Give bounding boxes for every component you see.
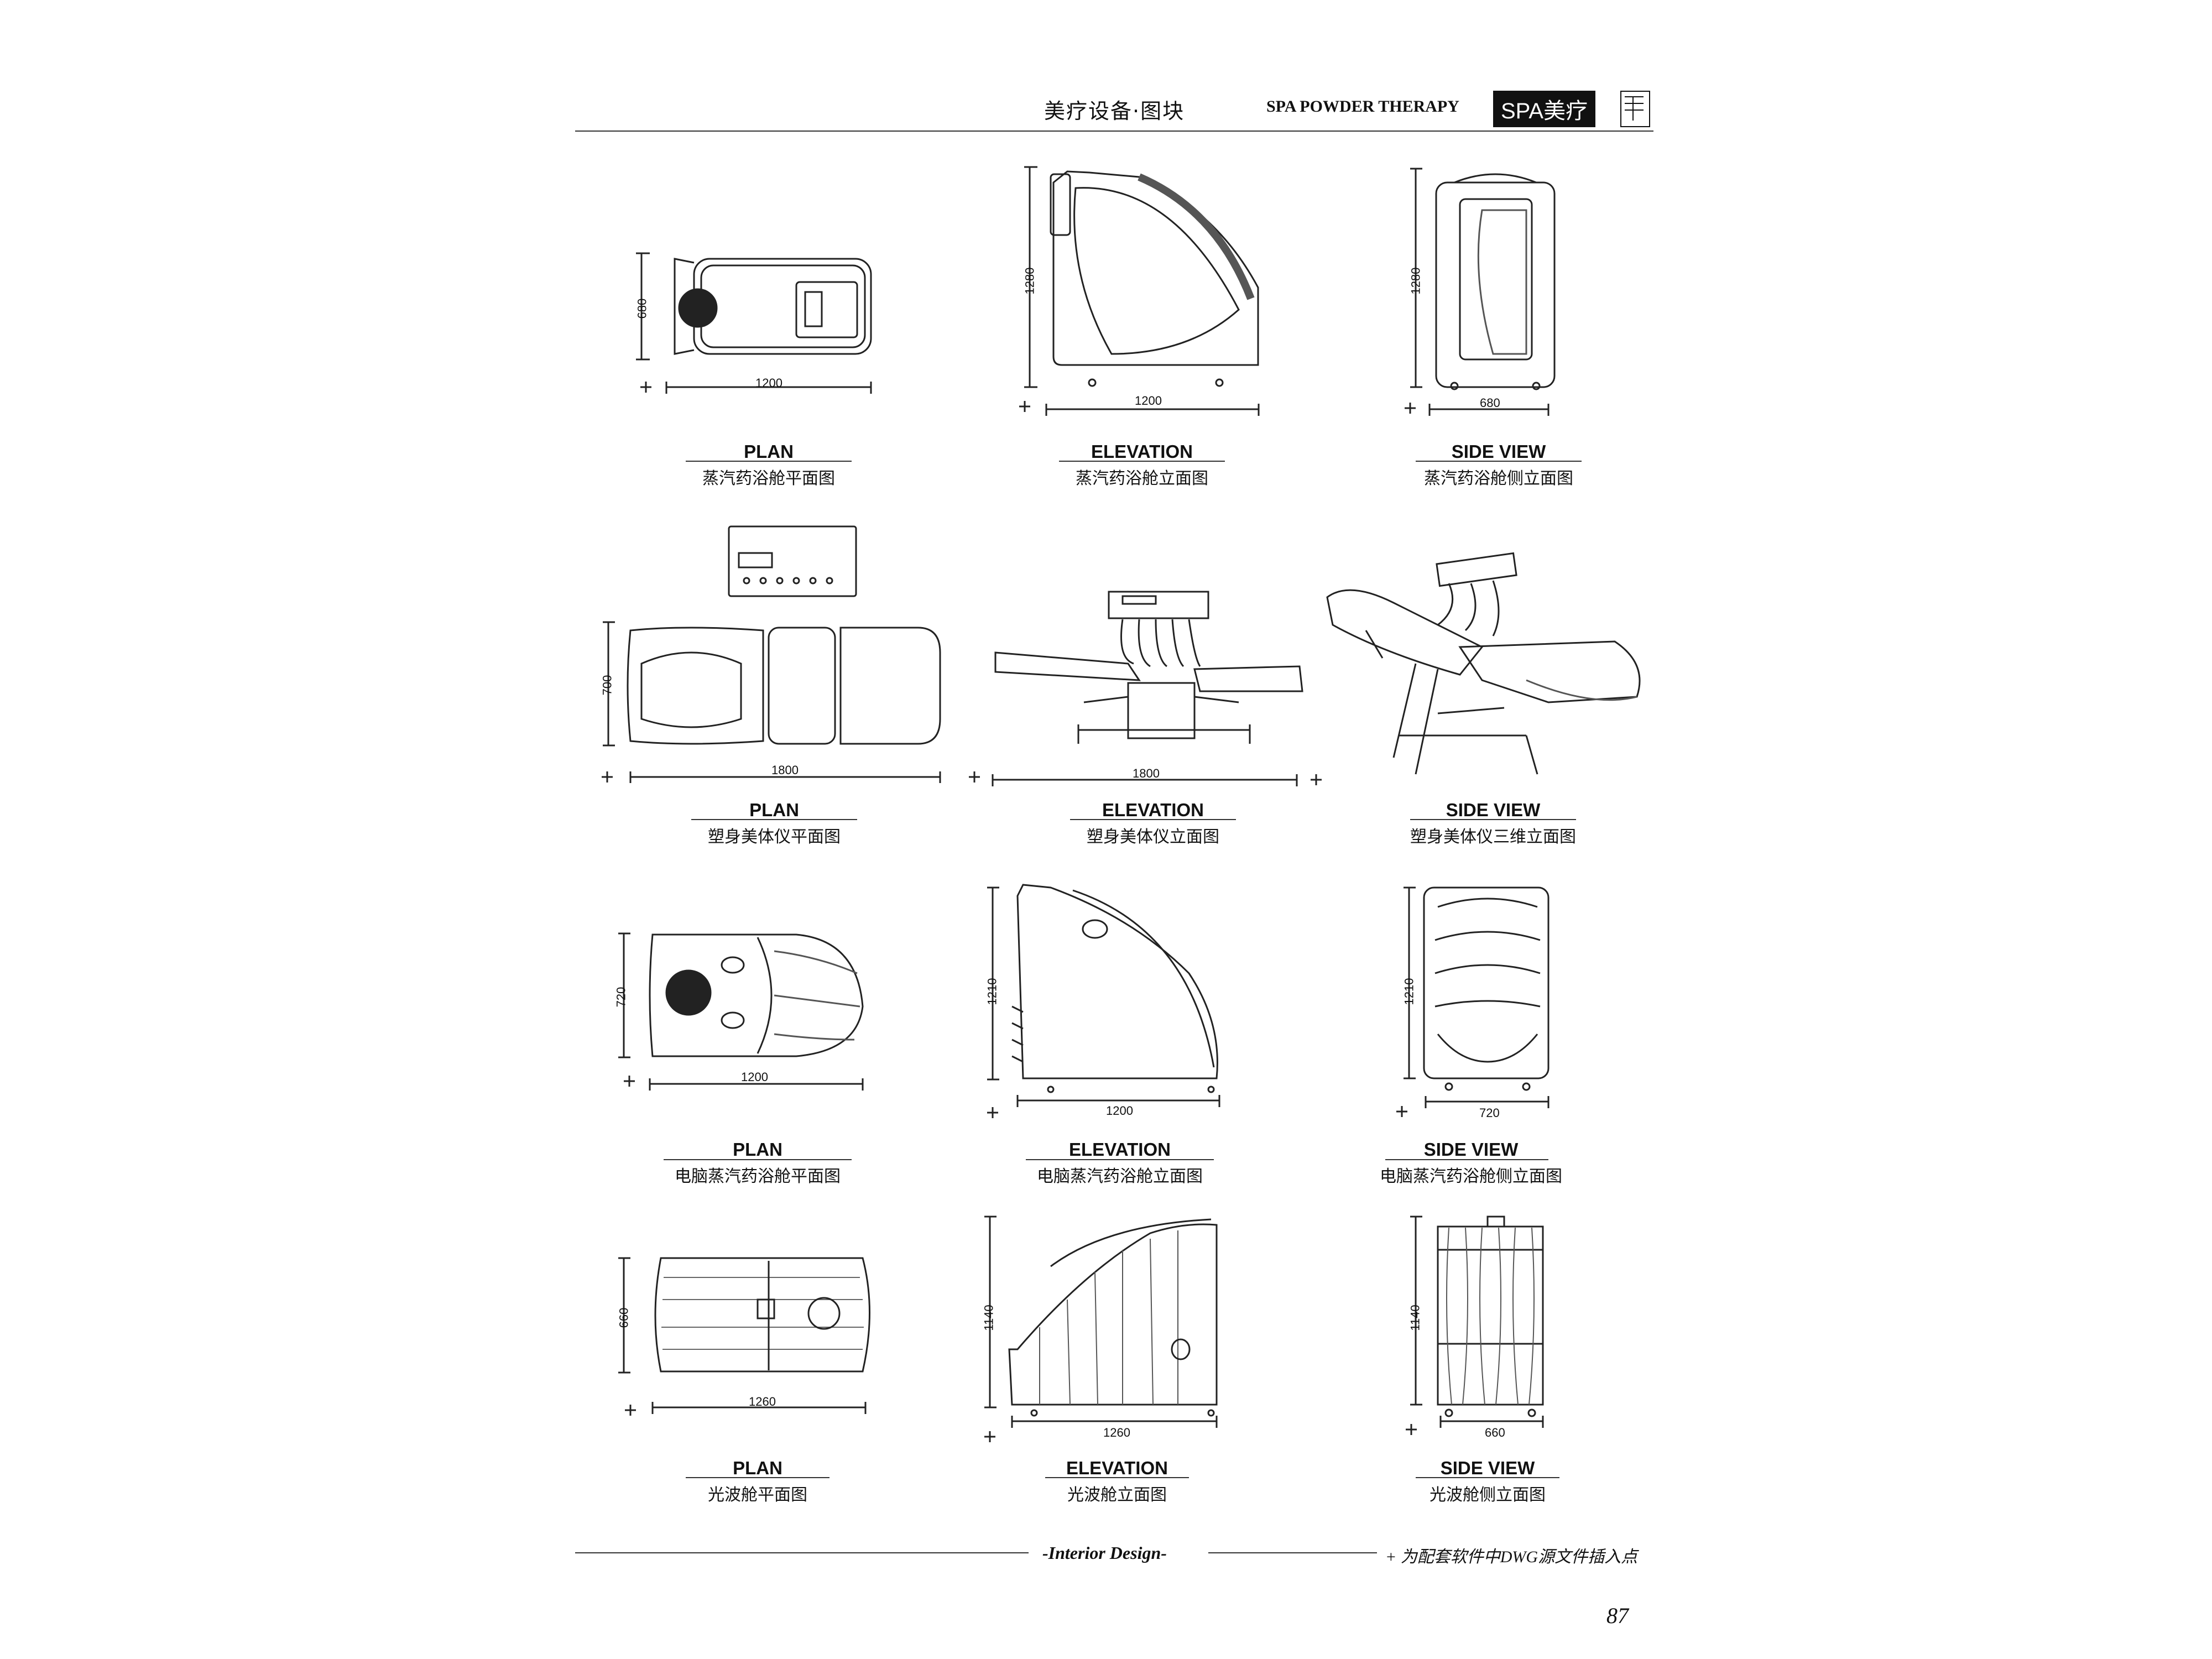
- dim-r4-side-h: 660: [1485, 1426, 1505, 1439]
- caption-view-r1-elevation: ELEVATION: [1091, 441, 1193, 462]
- caption-view-r4-plan: PLAN: [733, 1458, 782, 1478]
- caption-view-r4-elevation: ELEVATION: [1066, 1458, 1168, 1478]
- caption-view-r3-plan: PLAN: [733, 1139, 782, 1160]
- dim-r1-side-v: 1280: [1408, 267, 1423, 295]
- plan-slimming-device-drawing: [602, 525, 941, 783]
- caption-cn-r3-side: 电脑蒸汽药浴舱侧立面图: [1380, 1167, 1562, 1186]
- elevation-slimming-device-drawing: [969, 591, 1322, 786]
- caption-cn-r2-side: 塑身美体仪三维立面图: [1410, 827, 1576, 847]
- caption-view-r1-side: SIDE VIEW: [1451, 441, 1546, 462]
- footer-center-text: -Interior Design-: [1042, 1543, 1167, 1563]
- dim-r1-elev-h: 1200: [1135, 394, 1162, 408]
- caption-cn-r4-side: 光波舱侧立面图: [1430, 1485, 1546, 1505]
- caption-view-r2-elevation: ELEVATION: [1102, 800, 1204, 820]
- caption-cn-r4-plan: 光波舱平面图: [708, 1485, 807, 1505]
- caption-view-r2-side: SIDE VIEW: [1446, 800, 1541, 820]
- dim-r2-plan-v: 700: [600, 675, 614, 696]
- plan-lightwave-cabin-drawing: [618, 1257, 870, 1416]
- plan-computer-steam-capsule-drawing: [618, 932, 864, 1091]
- elevation-lightwave-cabin-drawing: [984, 1215, 1218, 1442]
- side-lightwave-cabin-drawing: [1406, 1215, 1544, 1435]
- caption-cn-r2-plan: 塑身美体仪平面图: [708, 827, 841, 847]
- dim-r3-side-h: 720: [1479, 1106, 1500, 1120]
- caption-rules: [664, 461, 1582, 1478]
- page-number: 87: [1606, 1603, 1629, 1628]
- caption-view-r3-side: SIDE VIEW: [1423, 1139, 1519, 1160]
- dim-r2-elev-h: 1800: [1133, 766, 1160, 780]
- caption-view-r1-plan: PLAN: [744, 441, 794, 462]
- header-rule: [575, 131, 1653, 132]
- dim-r3-side-v: 1210: [1402, 978, 1416, 1005]
- elevation-computer-steam-capsule-drawing: [987, 884, 1220, 1118]
- caption-cn-r4-elevation: 光波舱立面图: [1067, 1485, 1167, 1505]
- caption-cn-r1-side: 蒸汽药浴舱侧立面图: [1424, 469, 1573, 488]
- caption-cn-r3-plan: 电脑蒸汽药浴舱平面图: [675, 1167, 841, 1186]
- plan-steam-capsule-drawing: [636, 252, 872, 394]
- dim-r1-side-h: 680: [1480, 396, 1500, 410]
- caption-cn-r3-elevation: 电脑蒸汽药浴舱立面图: [1037, 1167, 1203, 1186]
- caption-cn-r1-elevation: 蒸汽药浴舱立面图: [1076, 469, 1208, 488]
- elevation-steam-capsule-drawing: [1019, 166, 1260, 416]
- dim-r4-plan-h: 1260: [749, 1395, 776, 1408]
- dim-r4-plan-v: 660: [617, 1307, 631, 1328]
- logo-seal-icon: [1620, 91, 1650, 127]
- dim-r1-plan-h: 1200: [755, 376, 782, 390]
- dim-r3-elev-h: 1200: [1106, 1104, 1133, 1118]
- side-computer-steam-capsule-drawing: [1396, 886, 1550, 1117]
- caption-view-r3-elevation: ELEVATION: [1069, 1139, 1171, 1160]
- dim-r1-plan-v: 680: [635, 298, 649, 319]
- dim-r1-elev-v: 1280: [1022, 267, 1037, 295]
- dim-r4-elev-v: 1140: [982, 1305, 996, 1331]
- dim-r3-plan-v: 720: [614, 987, 628, 1008]
- dim-r4-side-v: 1140: [1408, 1305, 1422, 1331]
- caption-cn-r2-elevation: 塑身美体仪立面图: [1087, 827, 1219, 847]
- caption-view-r4-side: SIDE VIEW: [1440, 1458, 1535, 1478]
- side-steam-capsule-drawing: [1405, 168, 1556, 416]
- dim-r2-plan-h: 1800: [771, 763, 799, 777]
- header-title-en: SPA POWDER THERAPY: [1266, 97, 1459, 116]
- dim-r4-elev-h: 1260: [1103, 1426, 1130, 1439]
- dim-r3-plan-h: 1200: [741, 1070, 768, 1084]
- header-title-cn: 美疗设备·图块: [1044, 99, 1185, 123]
- caption-view-r2-plan: PLAN: [749, 800, 799, 820]
- dim-r3-elev-v: 1210: [985, 978, 999, 1005]
- side-slimming-device-3d-drawing: [1326, 552, 1641, 775]
- footer-insertion-note: + 为配套软件中DWG源文件插入点: [1385, 1548, 1638, 1566]
- caption-cn-r1-plan: 蒸汽药浴舱平面图: [702, 469, 835, 488]
- header-badge: SPA美疗: [1493, 91, 1596, 127]
